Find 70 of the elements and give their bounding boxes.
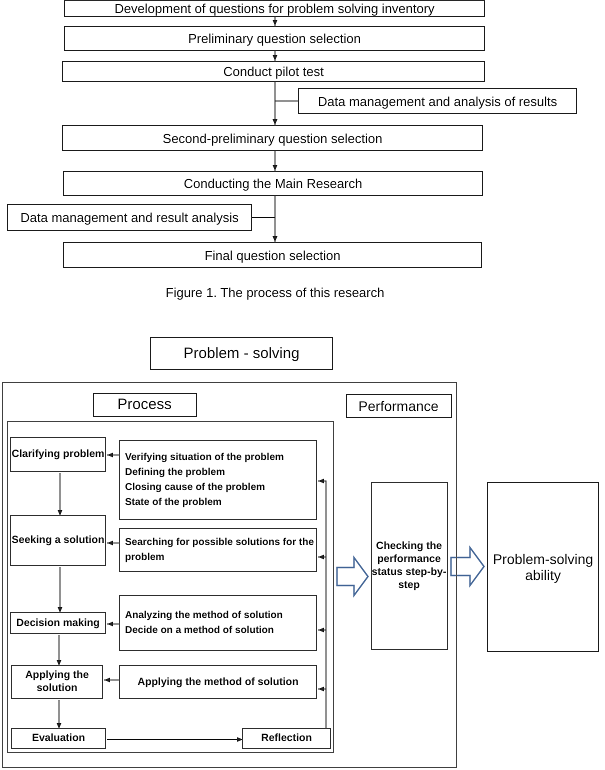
process-box [346, 394, 452, 418]
figure-caption: Figure 1. The process of this research [164, 285, 386, 300]
box-label: Applying the method of solution [138, 676, 298, 688]
list-item-text: Verifying situation of the problem [125, 451, 284, 465]
arrow [58, 566, 62, 614]
box-label: Second-preliminary question selection [162, 130, 382, 146]
box-label: Process [117, 396, 172, 413]
process-box [150, 337, 333, 370]
box-label: Clarifying problem [12, 448, 104, 461]
box-label: Problem - solving [184, 345, 300, 362]
frame-box [2, 382, 457, 768]
box-label: Data management and analysis of results [318, 94, 558, 108]
process-box [10, 612, 106, 634]
arrow [104, 678, 120, 682]
box-label: Final question selection [204, 248, 340, 262]
box-label: Preliminary question selection [188, 31, 361, 46]
process-box [119, 595, 317, 651]
process-box [64, 0, 485, 17]
arrow [106, 737, 244, 742]
arrow [272, 16, 278, 26]
process-box [487, 482, 599, 652]
arrow [318, 686, 326, 730]
box-label: Conduct pilot test [223, 64, 324, 79]
arrow [56, 700, 62, 730]
list-item-text: Defining the problem [125, 466, 225, 480]
process-box [119, 528, 317, 572]
list-item-text: Decide on a method of solution [125, 624, 274, 638]
box-label: Development of questions for problem solving inventory [114, 1, 435, 16]
process-box [242, 728, 331, 749]
process-box [119, 665, 317, 699]
process-box [119, 440, 317, 520]
box-label: Data management and result analysis [20, 210, 239, 225]
process-box [11, 728, 106, 749]
arrow [272, 50, 278, 62]
list-item-text: Analyzing the method of solution [125, 609, 283, 623]
process-box [64, 26, 485, 51]
process-box [62, 125, 483, 151]
list-item-text: Closing cause of the problem [125, 481, 266, 495]
arrow [106, 622, 120, 626]
box-label: Reflection [261, 732, 312, 745]
box-label: Checking the performance status step-by-step [372, 540, 446, 592]
box-label: Seeking a solution [12, 534, 104, 547]
frame-box [6, 420, 334, 752]
box-label: Searching for possible solutions for the problem [125, 536, 315, 565]
process-box [11, 665, 103, 699]
box-label: Evaluation [32, 732, 86, 745]
arrow [252, 217, 278, 242]
box-label: Decision making [16, 616, 100, 630]
process-box [298, 88, 577, 114]
box-label: Conducting the Main Research [184, 176, 362, 191]
block-arrow [336, 555, 369, 598]
box-label: Applying the solution [24, 669, 90, 695]
list-item-text: State of the problem [125, 496, 222, 510]
arrow [106, 540, 120, 546]
process-box [10, 515, 106, 566]
process-box [7, 204, 252, 231]
process-box [63, 242, 482, 268]
process-box [63, 171, 483, 196]
process-box [62, 61, 485, 82]
process-box [92, 392, 196, 416]
arrow [272, 150, 278, 172]
block-arrow [450, 545, 485, 588]
arrow [106, 452, 120, 458]
box-label: Performance [358, 398, 439, 414]
arrow [56, 634, 62, 666]
arrow [58, 472, 62, 516]
arrow [272, 100, 298, 126]
process-box [370, 482, 448, 650]
process-box [10, 437, 106, 472]
box-label: Problem-solving ability [492, 551, 594, 583]
